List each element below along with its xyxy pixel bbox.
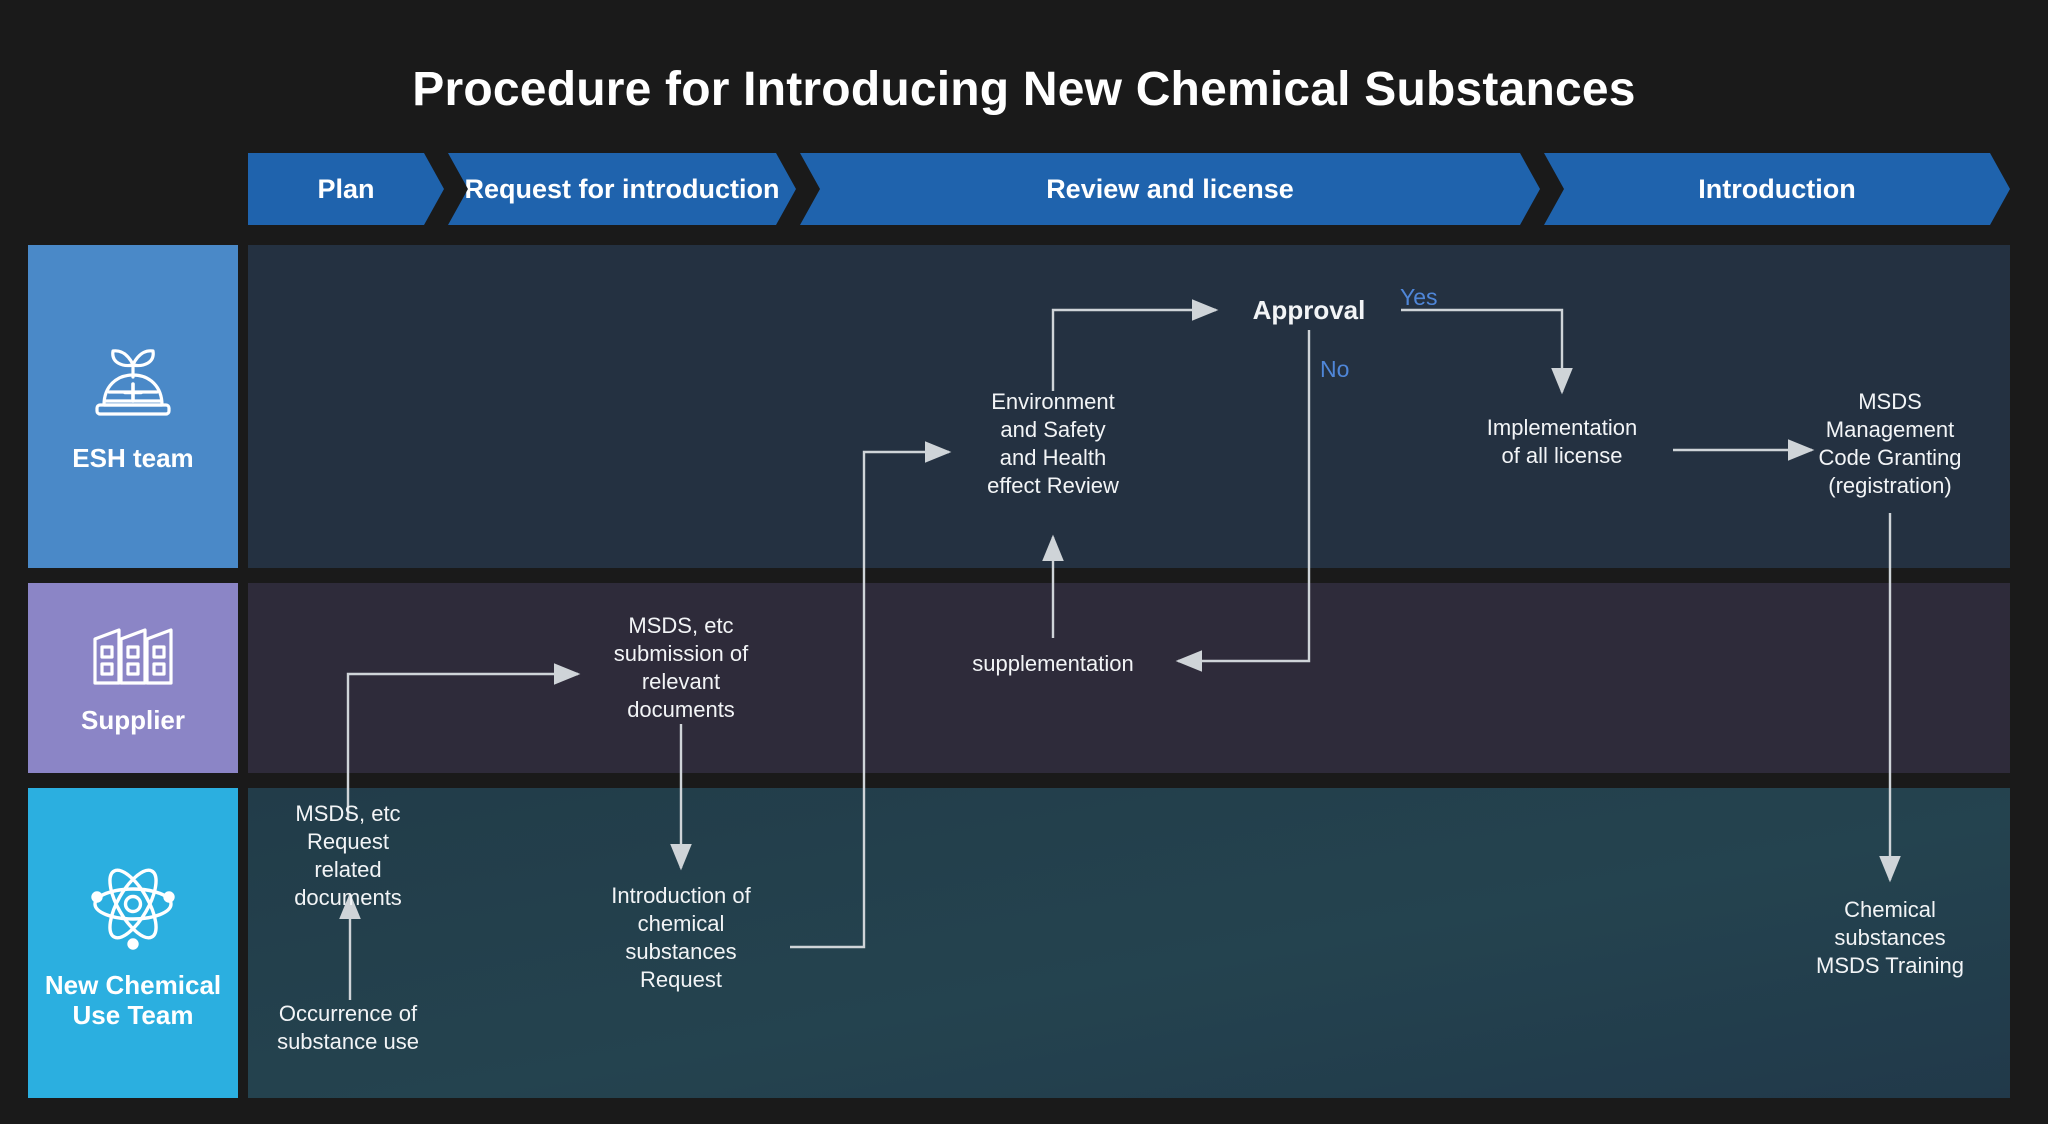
lane-body-new-chemical-use-team (248, 788, 2010, 1098)
phase-label-request: Request for introduction (464, 173, 780, 204)
phase-chevron-introduction[interactable]: Introduction (1544, 153, 2010, 225)
phase-banner: Plan Request for introduction Review and… (248, 153, 2010, 225)
lane-title-supplier: Supplier (80, 704, 185, 735)
node-chemical-substances-msds-training[interactable]: Chemical substances MSDS Training (1816, 897, 1964, 979)
phase-chevron-review[interactable]: Review and license (800, 153, 1540, 225)
phase-label-plan: Plan (317, 173, 375, 204)
node-introduction-of-chemical-substances-request[interactable]: Introduction of chemical substances Requ… (611, 883, 751, 993)
node-supplementation[interactable]: supplementation (972, 651, 1134, 676)
atom-icon (85, 856, 181, 957)
node-msds-submission-of-relevant-documents[interactable]: MSDS, etc submission of relevant documen… (613, 613, 749, 723)
phase-label-introduction: Introduction (1698, 173, 1856, 204)
phase-chevron-plan[interactable]: Plan (248, 153, 444, 225)
node-approval[interactable]: Approval (1252, 295, 1366, 325)
node-implementation-of-all-license[interactable]: Implementation of all license (1486, 415, 1638, 469)
sprout-dome-icon (87, 339, 179, 430)
node-msds-request-related-documents[interactable]: MSDS, etc Request related documents (294, 801, 402, 911)
edge-label-no: No (1320, 356, 1350, 382)
factory-icon (86, 621, 180, 692)
lane-header-esh-team[interactable]: ESH team (28, 245, 238, 568)
page-title: Procedure for Introducing New Chemical S… (412, 63, 1636, 116)
lane-title-new-chemical-use-team: New Chemical Use Team (44, 969, 222, 1030)
node-msds-management-code-granting[interactable]: MSDS Management Code Granting (registrat… (1818, 389, 1962, 499)
node-occurrence-of-substance-use[interactable]: Occurrence of substance use (277, 1001, 419, 1055)
lane-header-new-chemical-use-team[interactable]: New Chemical Use Team (28, 788, 238, 1098)
lane-body-esh-team (248, 245, 2010, 568)
node-esh-review[interactable]: Environment and Safety and Health effect… (987, 389, 1119, 499)
edge-label-yes: Yes (1400, 284, 1438, 310)
phase-label-review: Review and license (1046, 173, 1294, 204)
phase-chevron-request[interactable]: Request for introduction (448, 153, 796, 225)
lane-header-supplier[interactable]: Supplier (28, 583, 238, 773)
lane-title-esh-team: ESH team (72, 443, 194, 474)
